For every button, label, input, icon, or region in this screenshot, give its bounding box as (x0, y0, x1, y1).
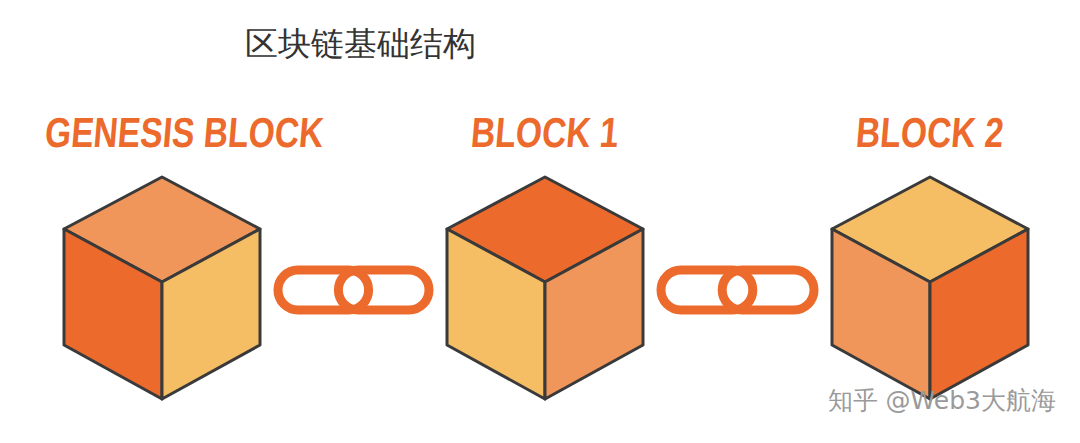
cube-right (545, 229, 643, 399)
diagram-title: 区块链基础结构 (245, 22, 476, 67)
cube-right (930, 229, 1028, 399)
chain-joint (340, 266, 349, 275)
chain-link (661, 270, 814, 310)
cube-right (162, 229, 260, 399)
block-cube (62, 175, 262, 401)
chain-ring (661, 270, 753, 310)
block-cube (830, 175, 1030, 401)
block-label: BLOCK 2 (848, 108, 1012, 158)
cube-left (447, 229, 545, 399)
block-label: BLOCK 1 (463, 108, 627, 158)
chain-link (278, 270, 429, 310)
chain-ring (722, 270, 814, 310)
cube-left (64, 229, 162, 399)
block-node: BLOCK 2 (830, 108, 1030, 403)
block-node: GENESIS BLOCK (16, 108, 308, 403)
chain-ring (338, 270, 429, 310)
cube-left (832, 229, 930, 399)
block-node: BLOCK 1 (445, 108, 645, 403)
watermark: 知乎 @Web3大航海 (828, 384, 1056, 417)
chain-ring (278, 270, 369, 310)
block-label: GENESIS BLOCK (43, 108, 281, 158)
chain-joint (724, 266, 733, 275)
block-cube (445, 175, 645, 401)
